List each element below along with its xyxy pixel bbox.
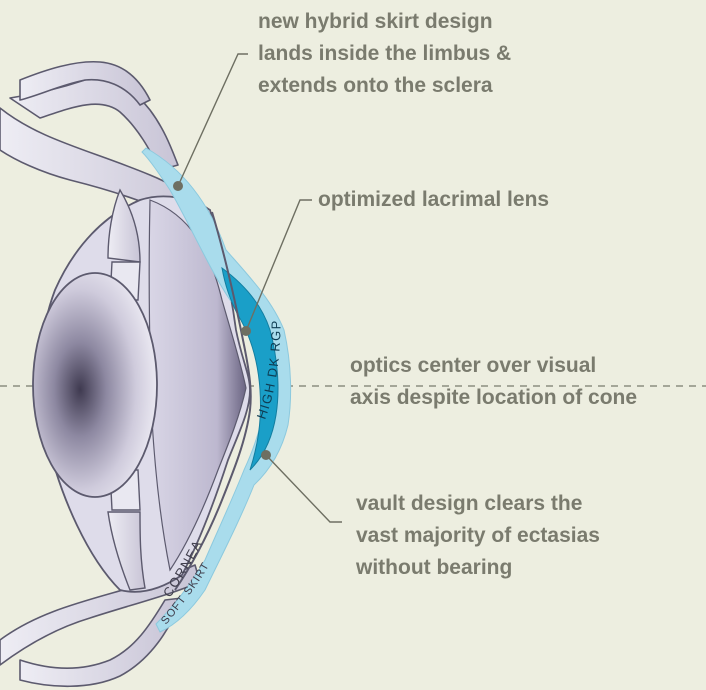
callout-line: optics center over visual [350,350,637,382]
callout-line: lands inside the limbus & [258,38,511,70]
callout-lacrimal-lens: optimized lacrimal lens [318,184,549,216]
skirt-leader-line [178,54,248,186]
callout-line: vault design clears the [356,488,600,520]
lacrimal-marker [241,326,251,336]
callout-line: new hybrid skirt design [258,6,511,38]
callout-line: axis despite location of cone [350,382,637,414]
callout-line: optimized lacrimal lens [318,184,549,216]
callout-line: without bearing [356,552,600,584]
callout-line: extends onto the sclera [258,70,511,102]
callout-line: vast majority of ectasias [356,520,600,552]
crystalline-lens [33,273,157,497]
callout-optics-center: optics center over visual axis despite l… [350,350,637,414]
callout-vault-design: vault design clears the vast majority of… [356,488,600,584]
skirt-marker [173,181,183,191]
vault-marker [261,450,271,460]
callout-hybrid-skirt: new hybrid skirt design lands inside the… [258,6,511,102]
vault-leader-line [266,455,342,522]
